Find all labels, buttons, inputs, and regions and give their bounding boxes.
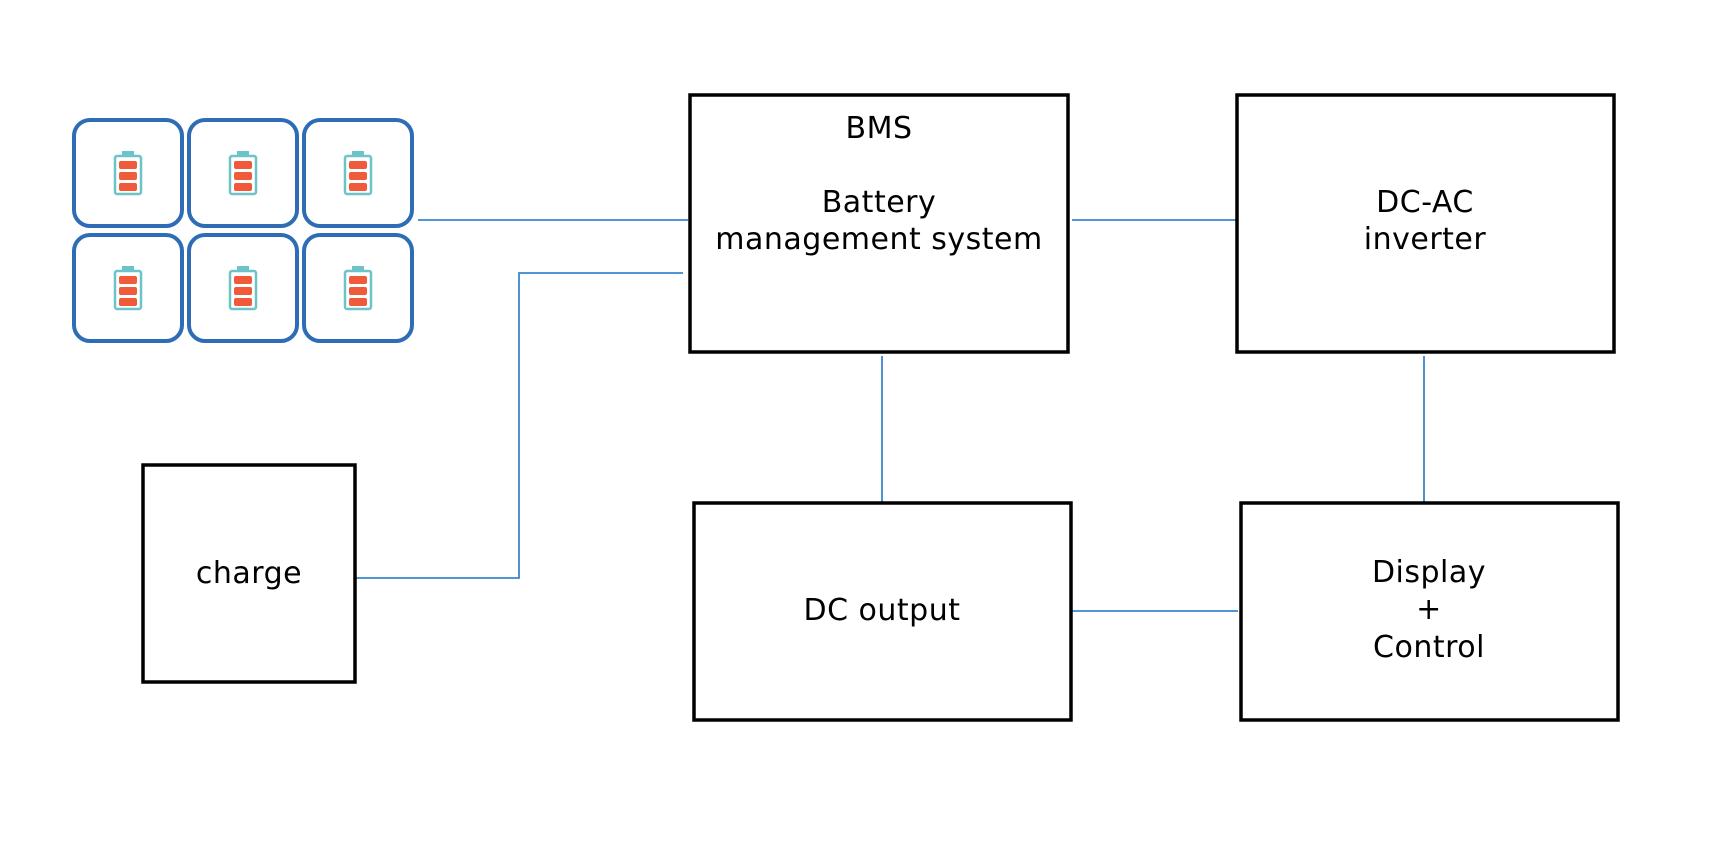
dc-output-label: DC output [803,593,960,628]
inverter-block: DC-AC inverter [1235,93,1616,354]
battery-cell [187,233,299,343]
battery-pack [72,118,414,343]
display-control-block: Display + Control [1239,501,1620,722]
battery-icon [228,266,258,311]
inverter-label-line1: DC-AC [1376,185,1474,220]
dc-output-block: DC output [692,501,1073,722]
connectors [355,219,1425,612]
bms-block: BMS Battery management system [688,93,1070,354]
charge-label: charge [196,556,302,591]
connector-charge-to-bms [355,272,683,579]
battery-cell [302,118,414,228]
battery-icon [228,151,258,196]
battery-icon [113,151,143,196]
bms-label-line1: Battery [822,185,937,220]
battery-icon [343,266,373,311]
charge-block: charge [141,463,357,684]
battery-icon [343,151,373,196]
display-label-line3: Control [1373,630,1485,665]
bms-title: BMS [845,111,912,146]
display-label-line2: + [1416,592,1442,627]
battery-cell [72,233,184,343]
battery-cell [187,118,299,228]
battery-icon [113,266,143,311]
display-label-line1: Display [1372,555,1486,590]
battery-cell [72,118,184,228]
battery-cell [302,233,414,343]
inverter-label-line2: inverter [1364,222,1487,257]
bms-label-line2: management system [715,222,1042,257]
